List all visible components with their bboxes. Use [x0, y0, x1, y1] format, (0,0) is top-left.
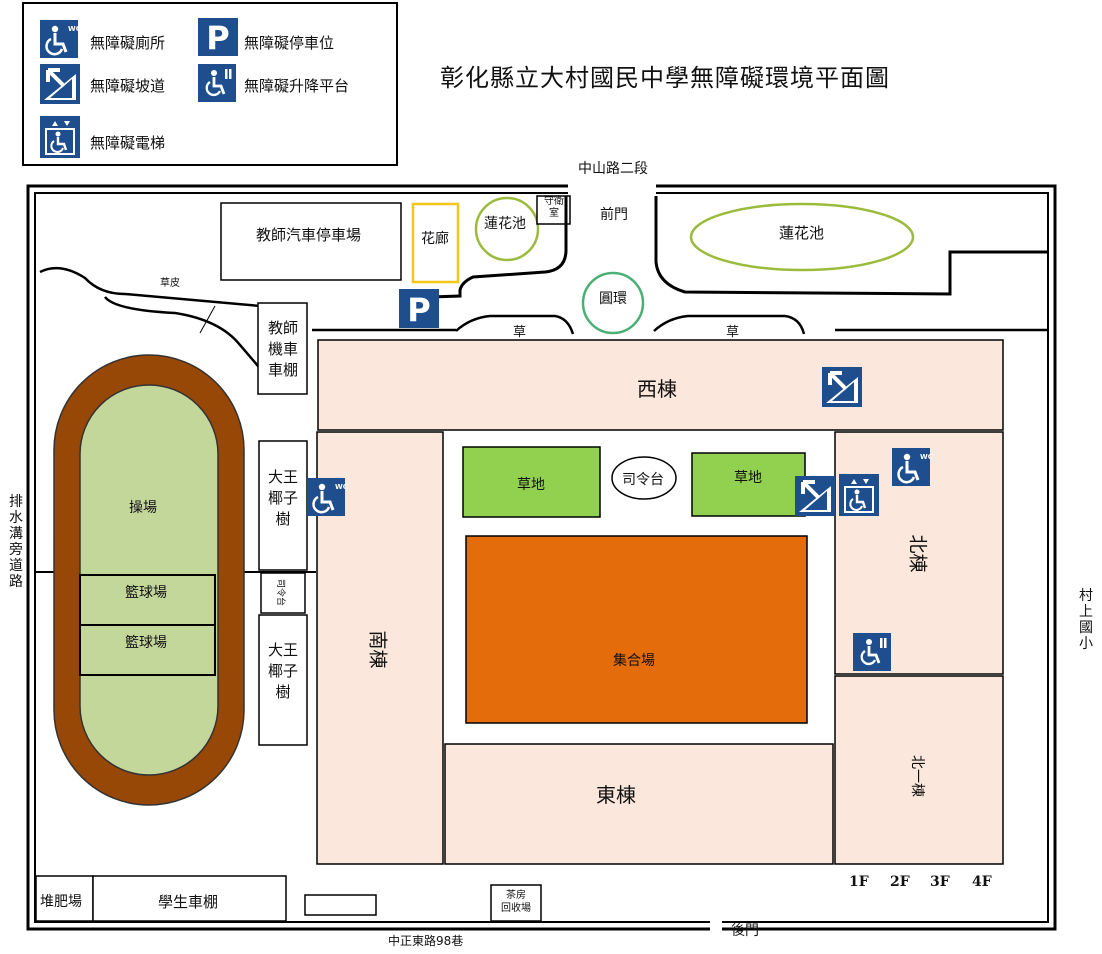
legend-lift-label: 無障礙升降平台 — [244, 77, 350, 95]
legend-parking-icon: P — [198, 18, 238, 57]
podium — [611, 456, 677, 500]
campus-boundary — [26, 184, 1057, 931]
front-gate-label: 前門 — [600, 207, 628, 223]
teacher-bike-shed — [257, 302, 308, 395]
lotus-pond-large — [689, 202, 915, 272]
roundabout-label: 圓環 — [599, 291, 627, 307]
lawn-west-label: 草地 — [517, 477, 545, 493]
ramp-icon-west-building — [820, 365, 864, 409]
north1-building-label: 北一棟 — [909, 755, 925, 797]
north-building-label: 北棟 — [906, 534, 929, 573]
flower-corridor — [411, 202, 460, 284]
legend-elevator-label: 無障礙電梯 — [90, 134, 166, 152]
west-building — [317, 339, 1004, 431]
driveway-west-curb — [399, 196, 568, 300]
north1-building — [834, 675, 1004, 865]
legend-parking-label: 無障礙停車位 — [244, 34, 335, 52]
toilet-icon-south — [305, 476, 350, 518]
small-podium — [260, 572, 306, 614]
teacher-car-park-label: 教師汽車停車場 — [256, 226, 362, 244]
legend-toilet-label: 無障礙廁所 — [90, 34, 166, 52]
west-building-label: 西棟 — [637, 377, 677, 401]
back-gate-gap — [710, 918, 722, 932]
floor-label-2f: 2F — [890, 874, 910, 890]
guard-room-label: 守衛室 — [544, 196, 564, 219]
basketball-label-2: 籃球場 — [125, 635, 167, 651]
driveway-east-curb — [654, 196, 1048, 296]
front-gate-gap — [568, 182, 656, 196]
flower-corridor-label: 花廊 — [421, 231, 449, 247]
tea-recycle-room — [490, 884, 542, 922]
roundabout — [581, 271, 645, 335]
palm-trees-south-label: 大王椰子樹 — [267, 641, 298, 701]
east-building-label: 東棟 — [596, 783, 636, 807]
road-east-label: 村上國小 — [1079, 588, 1093, 652]
grass-strip-label: 草皮 — [160, 278, 180, 289]
student-bike-shed-label: 學生車棚 — [158, 893, 219, 911]
lotus-pond-small — [474, 196, 540, 262]
grass-strip-upper-edge — [39, 266, 261, 308]
palm-trees-north — [258, 440, 308, 571]
back-gate-label: 後門 — [731, 923, 759, 939]
assembly-label: 集合場 — [613, 653, 655, 669]
lawn-east-label: 草地 — [734, 470, 762, 486]
floor-label-4f: 4F — [972, 874, 992, 890]
basketball-court-2 — [79, 624, 216, 676]
parking-icon-map: P — [399, 289, 439, 329]
ramp-icon-courtyard — [793, 474, 837, 518]
compost-label: 堆肥場 — [40, 894, 82, 910]
svg-text:P: P — [407, 291, 430, 329]
lotus-pond-small-label: 蓮花池 — [484, 216, 526, 232]
student-bike-shed — [92, 875, 287, 922]
road-south-label: 中正東路98巷 — [388, 934, 464, 948]
south-building-label: 南棟 — [366, 630, 389, 669]
small-structure — [304, 894, 377, 916]
road-north-label: 中山路二段 — [578, 161, 648, 177]
lotus-pond-large-label: 蓮花池 — [779, 224, 825, 242]
basketball-court-1 — [79, 574, 216, 626]
floor-label-1f: 1F — [849, 874, 869, 890]
east-building — [444, 743, 834, 865]
palm-trees-north-label: 大王椰子樹 — [267, 468, 298, 528]
lawn-east — [691, 452, 806, 517]
svg-text:P: P — [206, 19, 229, 57]
toilet-icon-north — [890, 446, 935, 488]
podium-label: 司令台 — [622, 472, 664, 488]
legend-box — [22, 2, 398, 166]
grass-island-east — [653, 314, 806, 335]
lift-icon-map — [851, 631, 893, 673]
palm-trees-south — [258, 614, 308, 746]
legend-ramp-label: 無障礙坡道 — [90, 77, 166, 95]
grass-label-east: 草 — [726, 325, 740, 340]
teacher-car-park — [220, 202, 402, 281]
small-podium-label: 司令台 — [275, 578, 286, 607]
basketball-label-1: 籃球場 — [125, 585, 167, 601]
map-title: 彰化縣立大村國民中學無障礙環境平面圖 — [440, 64, 890, 92]
grass-label-west: 草 — [513, 325, 527, 340]
road-west-label: 排水溝旁道路 — [9, 494, 23, 590]
grass-island-west — [455, 314, 575, 335]
compost-area — [35, 875, 94, 922]
assembly-area — [465, 535, 808, 724]
teacher-bike-shed-label: 教師機車車棚 — [267, 319, 298, 379]
tea-recycle-label: 茶房回收場 — [501, 890, 531, 914]
lawn-west — [462, 446, 601, 518]
elevator-icon-map — [837, 472, 881, 518]
floor-label-3f: 3F — [930, 874, 950, 890]
field-label: 操場 — [129, 500, 157, 516]
